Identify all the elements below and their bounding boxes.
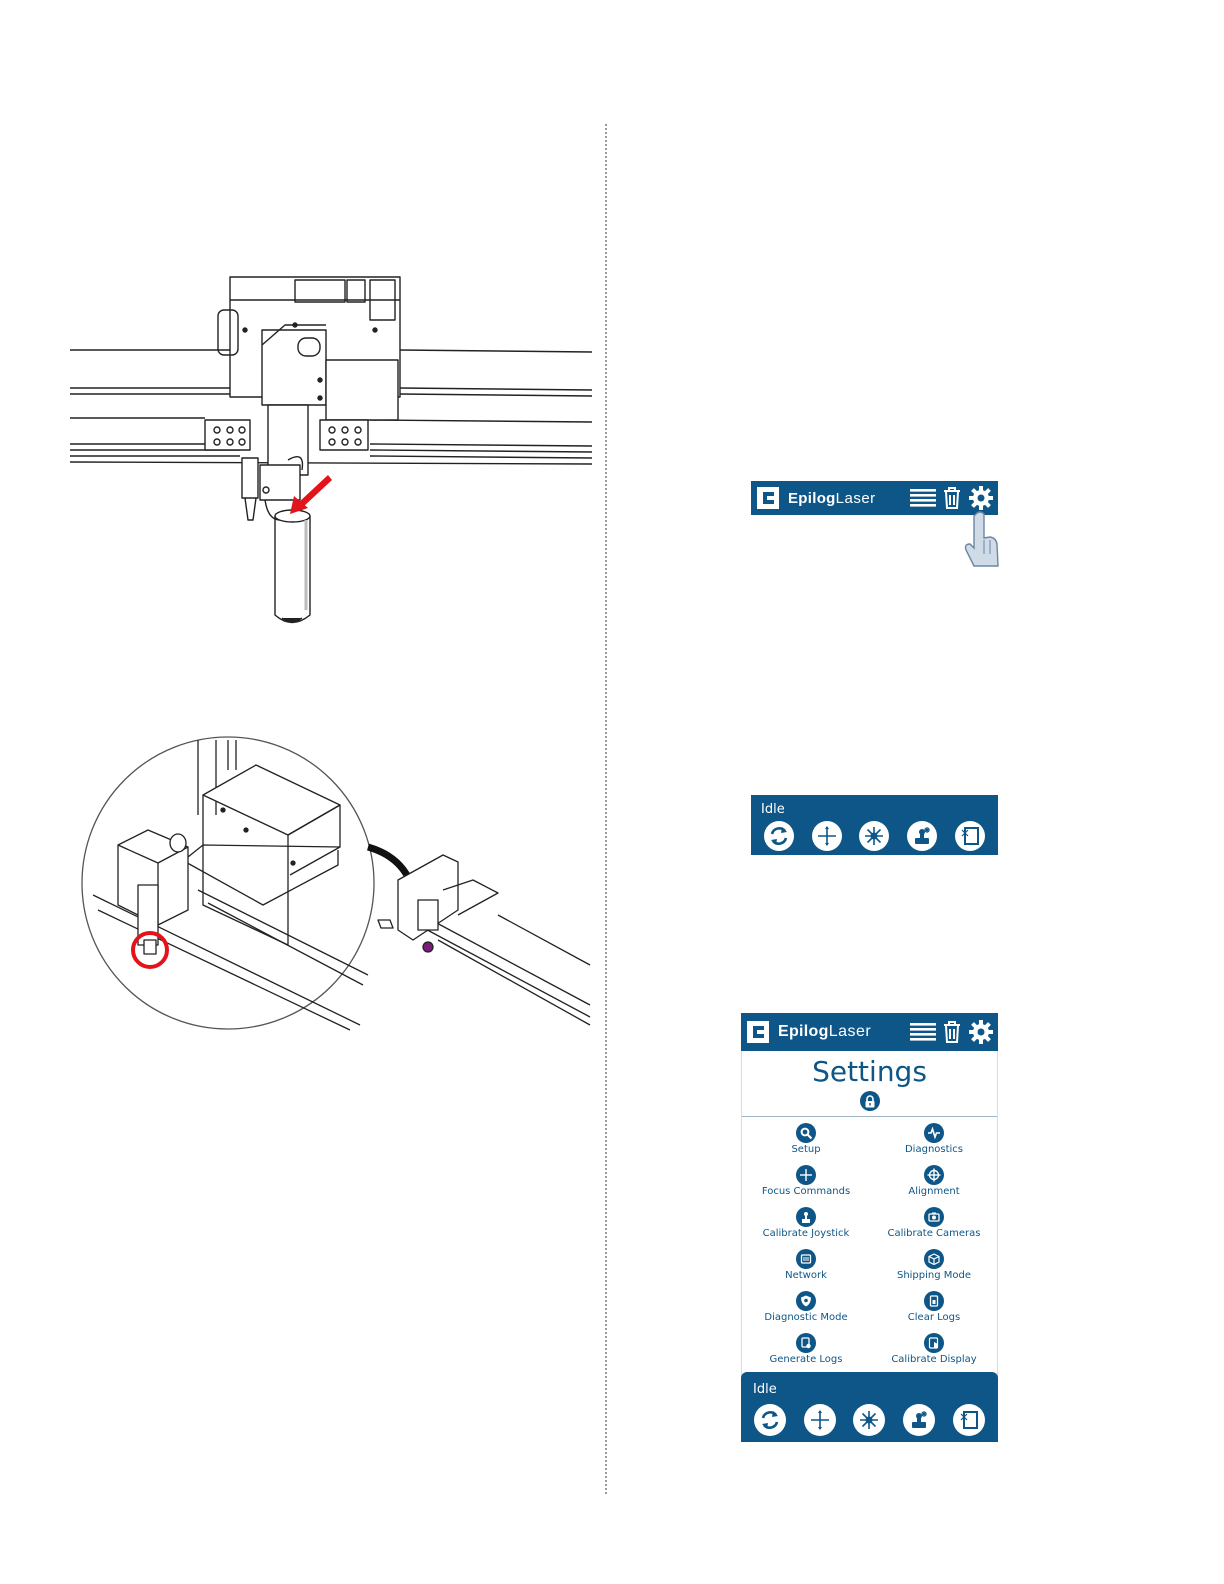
epilog-logo-mark-icon [747,1021,769,1043]
setting-label: Focus Commands [762,1186,850,1197]
touch-icon [924,1333,944,1353]
setting-label: Generate Logs [770,1354,843,1365]
trash-icon[interactable] [942,486,962,510]
laser-icon[interactable] [853,1404,885,1436]
setup-icon [796,1123,816,1143]
brand-light: Laser [836,490,876,507]
detail-circle-illustration [78,735,596,1035]
setting-generate-logs[interactable]: Generate Logs [742,1333,870,1365]
status-label: Idle [753,1382,777,1397]
network-icon [796,1249,816,1269]
focus-icon[interactable] [812,821,842,851]
shield-icon [796,1291,816,1311]
setting-label: Alignment [908,1186,959,1197]
joystick-icon[interactable] [903,1404,935,1436]
exit-icon[interactable] [955,821,985,851]
trash-icon[interactable] [942,1020,962,1044]
logs-icon [796,1333,816,1353]
setting-network[interactable]: Network [742,1249,870,1281]
setting-focus-commands[interactable]: Focus Commands [742,1165,870,1197]
tap-hand-icon [962,510,1000,572]
settings-title: Settings [742,1055,997,1088]
brand-bold: Epilog [778,1023,829,1041]
diagnostics-icon [924,1123,944,1143]
status-panel: Idle [751,795,998,855]
setting-calibrate-display[interactable]: Calibrate Display [870,1333,998,1365]
alignment-icon [924,1165,944,1185]
camera-icon [924,1207,944,1227]
setting-label: Clear Logs [908,1312,960,1323]
setting-diagnostics[interactable]: Diagnostics [870,1123,998,1155]
refresh-icon[interactable] [754,1404,786,1436]
status-label: Idle [761,802,785,817]
setting-clear-logs[interactable]: Clear Logs [870,1291,998,1323]
setting-label: Calibrate Joystick [763,1228,850,1239]
clear-logs-icon [924,1291,944,1311]
focus-icon[interactable] [804,1404,836,1436]
joystick-icon [796,1207,816,1227]
setting-label: Shipping Mode [897,1270,971,1281]
laser-icon[interactable] [859,821,889,851]
refresh-icon[interactable] [764,821,794,851]
setting-label: Calibrate Display [891,1354,976,1365]
brand-bold: Epilog [788,490,836,507]
column-divider [605,124,607,1494]
setting-shipping-mode[interactable]: Shipping Mode [870,1249,998,1281]
brand-light: Laser [829,1023,872,1041]
setting-label: Network [785,1270,827,1281]
setting-diagnostic-mode[interactable]: Diagnostic Mode [742,1291,870,1323]
gear-icon[interactable] [968,485,994,511]
joystick-icon[interactable] [907,821,937,851]
setting-label: Setup [791,1144,820,1155]
laser-head-illustration [70,270,595,632]
setting-label: Calibrate Cameras [888,1228,981,1239]
settings-body: Settings Setup Diagnostics Focus Command… [741,1051,998,1384]
setting-calibrate-joystick[interactable]: Calibrate Joystick [742,1207,870,1239]
setting-calibrate-cameras[interactable]: Calibrate Cameras [870,1207,998,1239]
setting-alignment[interactable]: Alignment [870,1165,998,1197]
exit-icon[interactable] [953,1404,985,1436]
settings-divider [742,1116,997,1117]
epilog-logo-mark-icon [757,487,779,509]
setting-label: Diagnostic Mode [764,1312,847,1323]
setting-setup[interactable]: Setup [742,1123,870,1155]
gear-icon[interactable] [968,1019,994,1045]
list-icon[interactable] [910,488,936,508]
setting-label: Diagnostics [905,1144,963,1155]
focus-icon [796,1165,816,1185]
list-icon[interactable] [910,1022,936,1042]
settings-status-panel: Idle [741,1372,998,1442]
lock-icon[interactable] [860,1091,880,1111]
box-icon [924,1249,944,1269]
